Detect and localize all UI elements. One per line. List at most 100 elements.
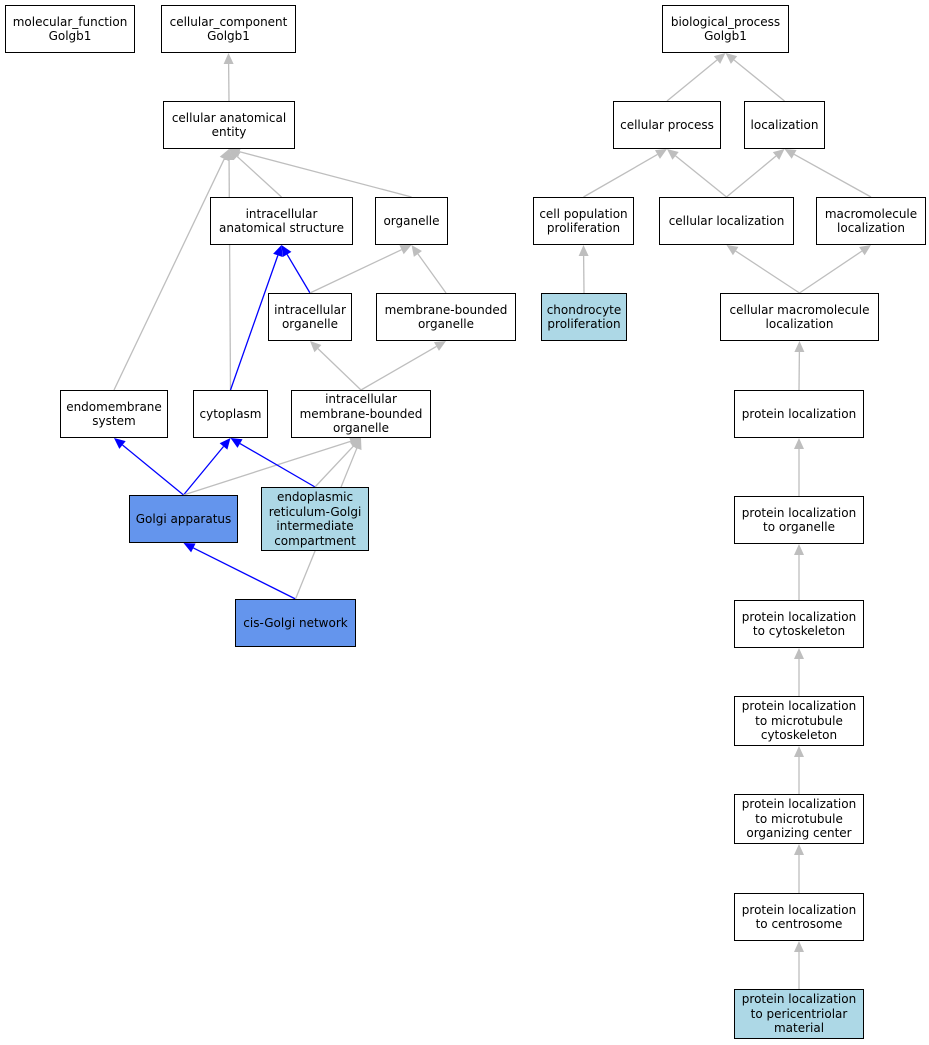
- edge-arrowhead: [794, 844, 804, 855]
- node-organelle[interactable]: organelle: [375, 197, 448, 245]
- edge-line: [122, 444, 184, 496]
- edge-line: [793, 153, 872, 198]
- edge-arrowhead: [794, 544, 804, 555]
- node-label-line: organelle: [281, 317, 339, 331]
- edge-line: [309, 249, 402, 294]
- node-label-line: cis-Golgi network: [243, 615, 348, 630]
- node-golgi-apparatus[interactable]: Golgi apparatus: [129, 495, 238, 543]
- node-label-line: cell population: [539, 206, 628, 221]
- edge-line: [236, 155, 282, 198]
- node-label-line: organelle: [417, 317, 475, 331]
- node-label-line: localization: [750, 117, 819, 132]
- node-label-line: organizing center: [746, 826, 852, 841]
- node-label-line: endoplasmic: [276, 490, 354, 504]
- edge-line: [193, 547, 296, 600]
- edge-line: [229, 255, 279, 391]
- node-label-line: entity: [211, 125, 247, 139]
- node-label-line: protein localization: [741, 992, 857, 1007]
- node-label-line: cytoplasm: [199, 406, 262, 421]
- node-label-line: cellular localization: [668, 213, 785, 228]
- edge-arrowhead: [399, 245, 412, 255]
- edge-arrowhead: [794, 438, 804, 449]
- edge-arrowhead: [352, 438, 362, 451]
- node-cellular-localization[interactable]: cellular localization: [659, 197, 794, 245]
- node-label-line: cellular_component: [169, 14, 288, 29]
- node-label-line: intracellular: [274, 302, 346, 317]
- edge-arrowhead: [310, 341, 322, 353]
- edge-line: [675, 155, 727, 198]
- edge-line: [239, 151, 412, 198]
- node-label-line: endomembrane: [66, 399, 162, 414]
- node-label-line: organelle: [332, 421, 390, 436]
- node-label-line: membrane-bounded: [299, 406, 423, 421]
- node-label-line: protein localization: [741, 699, 857, 714]
- node-label-line: to microtubule: [755, 713, 843, 728]
- edge-line: [182, 446, 225, 496]
- node-cytoplasm[interactable]: cytoplasm: [193, 390, 268, 438]
- edge-arrowhead: [578, 245, 589, 257]
- edge-line: [735, 250, 800, 294]
- node-label-line: proliferation: [546, 221, 621, 235]
- edge-arrowhead: [114, 438, 126, 449]
- node-cellular-process[interactable]: cellular process: [613, 101, 721, 149]
- node-label-line: to microtubule: [755, 811, 843, 826]
- edge-line: [183, 440, 351, 496]
- edge-line: [113, 158, 225, 391]
- node-label-line: reticulum-Golgi: [268, 504, 362, 519]
- edge-line: [666, 59, 718, 102]
- node-label-line: intracellular: [325, 392, 397, 407]
- node-label-line: proliferation: [547, 317, 621, 331]
- edge-arrowhead: [726, 245, 739, 256]
- edge-arrowhead: [223, 53, 234, 65]
- edge-arrowhead: [281, 245, 292, 258]
- node-label-line: cellular process: [620, 117, 714, 132]
- node-label-line: Golgb1: [704, 29, 747, 43]
- node-label-line: cellular macromolecule: [729, 302, 870, 317]
- node-label-line: localization: [837, 221, 905, 235]
- edge-line: [286, 254, 311, 294]
- node-localization[interactable]: localization: [744, 101, 825, 149]
- node-label-line: protein localization: [741, 609, 857, 624]
- edge-arrowhead: [667, 149, 679, 160]
- edge-arrowhead: [794, 648, 804, 659]
- node-label-line: biological_process: [670, 14, 781, 29]
- edge-arrowhead: [219, 438, 231, 450]
- edge-arrowhead: [725, 53, 738, 64]
- node-label-line: organelle: [383, 213, 440, 228]
- node-protein-localization[interactable]: protein localization: [734, 390, 864, 438]
- edge-arrowhead: [229, 149, 241, 161]
- edge-arrowhead: [794, 341, 805, 353]
- edge-line: [239, 442, 316, 488]
- edge-line: [317, 348, 362, 391]
- node-label-line: protein localization: [741, 505, 857, 520]
- edge-line: [360, 345, 437, 391]
- node-label-line: membrane-bounded: [384, 302, 508, 317]
- edge-arrowhead: [230, 438, 243, 448]
- node-label-line: to cytoskeleton: [752, 624, 846, 638]
- edge-arrowhead: [654, 149, 667, 159]
- node-cis-golgi-network[interactable]: cis-Golgi network: [235, 599, 356, 647]
- node-label-line: anatomical structure: [219, 221, 344, 235]
- node-label-line: chondrocyte: [546, 302, 622, 317]
